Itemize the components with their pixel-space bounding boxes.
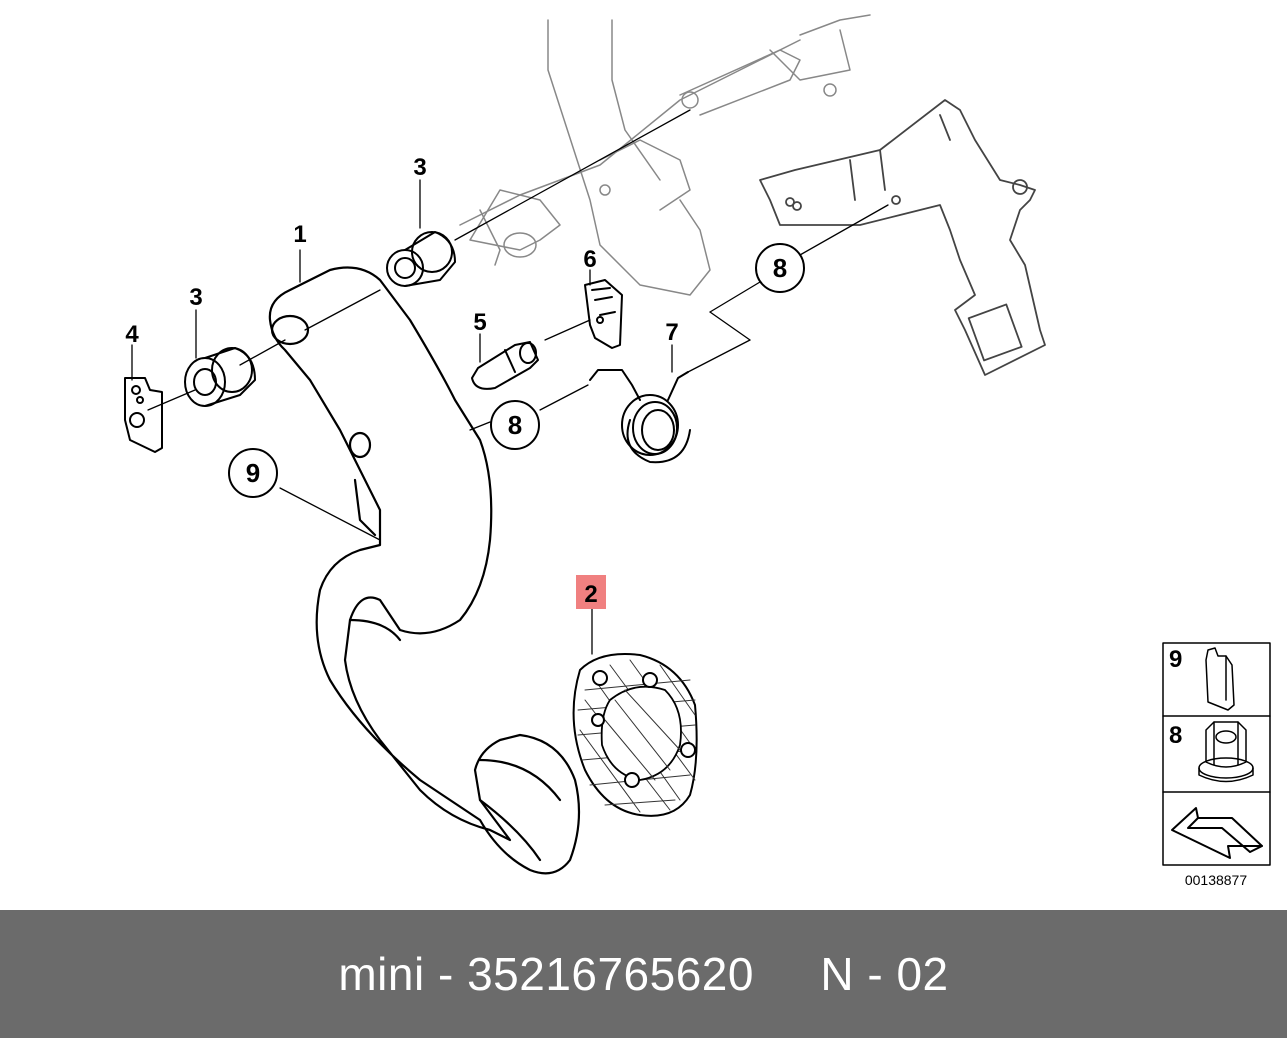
callout-2-highlight [576, 575, 606, 609]
callout-9: 9 [246, 458, 260, 488]
callout-6: 6 [583, 246, 596, 273]
callout-circle-8-upper [755, 243, 805, 293]
callout-circle-8-lower [490, 400, 540, 450]
callout-8-lower: 8 [508, 410, 522, 440]
callout-1: 1 [293, 221, 306, 248]
spring [589, 369, 691, 464]
diagram-reference-number: 00138877 [1185, 872, 1248, 888]
parts-diagram: 1 3 3 4 5 6 7 2 8 8 9 9 8 00138877 [124, 14, 1271, 888]
retainer-clip [584, 279, 623, 349]
callout-3-lower: 3 [189, 284, 202, 311]
callout-circle-9 [228, 448, 278, 498]
part-caption: mini - 35216765620 N - 02 [338, 948, 949, 1000]
callout-5: 5 [473, 309, 486, 336]
stop-bracket [759, 99, 1046, 376]
callout-3-upper: 3 [413, 154, 426, 181]
legend-nut-icon [1198, 721, 1254, 783]
pedal-pad [572, 653, 698, 817]
legend-arrow-icon [1171, 807, 1263, 859]
callout-2: 2 [584, 581, 597, 608]
legend-box [1162, 642, 1271, 866]
bushing-lower [184, 347, 256, 407]
legend-clip-icon [1205, 647, 1235, 711]
pedal-bracket-background [459, 14, 871, 296]
bolt [471, 341, 539, 390]
bushing-upper [386, 231, 456, 287]
callout-7: 7 [665, 319, 678, 346]
legend-number-8: 8 [1169, 722, 1182, 749]
callout-4: 4 [125, 321, 139, 348]
clip [124, 377, 163, 453]
leader-lines [131, 109, 889, 655]
callout-8-upper: 8 [773, 253, 787, 283]
legend-number-9: 9 [1169, 646, 1182, 673]
footer-bar: mini - 35216765620 N - 02 [0, 910, 1287, 1038]
clutch-pedal-arm [268, 266, 581, 875]
